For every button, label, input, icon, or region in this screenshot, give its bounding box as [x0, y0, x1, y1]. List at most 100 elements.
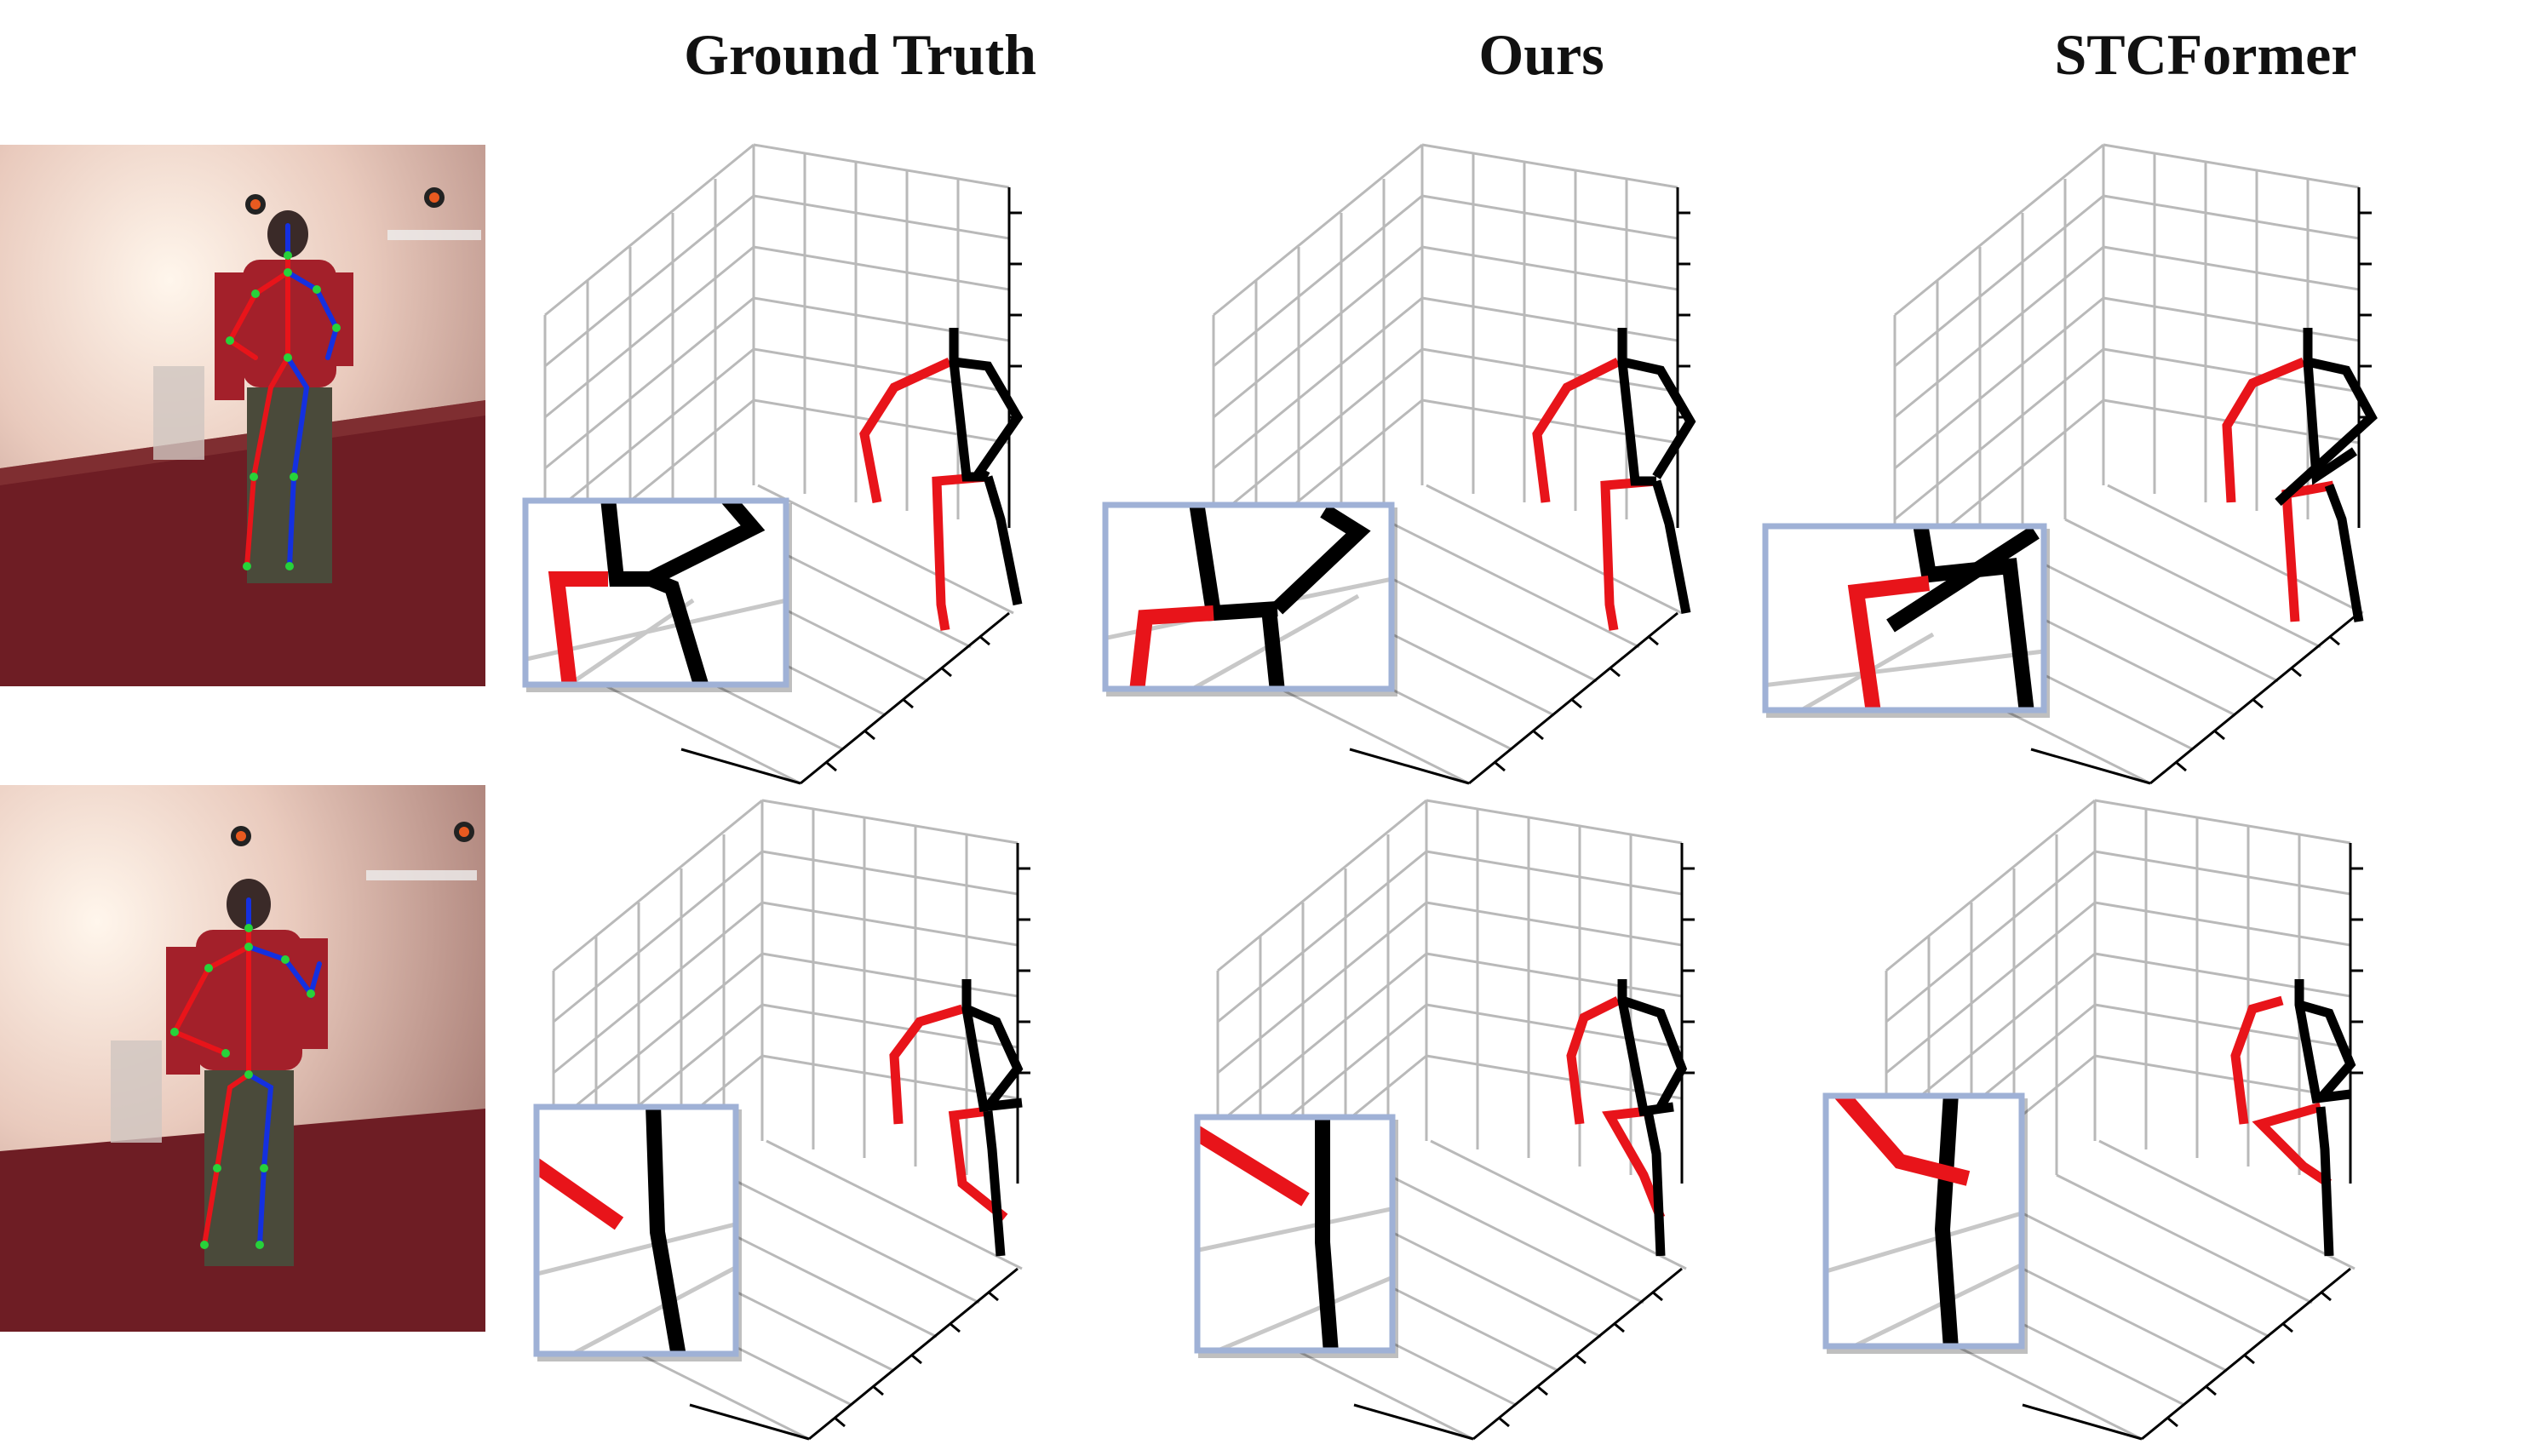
grid-line	[2094, 901, 2351, 947]
grid-line	[753, 194, 1010, 240]
panel-bottom-ours	[1216, 799, 1695, 1441]
axis-tick	[2213, 729, 2225, 741]
grid-line	[757, 484, 1014, 615]
header-ground-truth: Ground Truth	[684, 22, 1036, 87]
skeleton-right-leg	[1600, 476, 1657, 631]
skeleton-spine	[1617, 328, 1656, 486]
zoom-inset-bottom-ours	[1194, 1114, 1398, 1358]
axis-tick	[1651, 1290, 1663, 1302]
grid-line	[544, 347, 755, 521]
axis-tick	[1536, 1384, 1548, 1396]
zoom-inset-bottom-ours-content	[1195, 1115, 1395, 1353]
grid-line	[1426, 952, 1683, 998]
grid-line	[544, 296, 755, 470]
grid-line	[2094, 952, 2351, 998]
header-stcformer: STCFormer	[2054, 22, 2357, 87]
inset-border	[522, 497, 789, 688]
grid-line	[1217, 952, 1427, 1126]
axis-tick	[1532, 729, 1544, 741]
grid-line	[2013, 1207, 2270, 1338]
grid-line	[553, 799, 763, 972]
grid-line	[2103, 347, 2360, 393]
grid-line	[553, 901, 763, 1075]
axis-tick	[864, 729, 875, 741]
grid-line	[2103, 245, 2360, 291]
skeleton-left-arm	[964, 1004, 1024, 1110]
skeleton-right-leg	[932, 472, 989, 631]
axis-tick	[987, 1290, 999, 1302]
grid-line	[1885, 799, 2096, 972]
inset-border	[1102, 502, 1395, 692]
skeleton-right-arm	[2222, 357, 2306, 503]
grid-line	[1213, 143, 1423, 317]
grid-line	[1217, 799, 1427, 972]
grid-line	[1885, 901, 2096, 1075]
axis-tick	[902, 697, 914, 709]
axis-tick	[825, 760, 837, 772]
axis-tick	[2320, 1290, 2332, 1302]
skeleton-right-leg	[1602, 1106, 1666, 1220]
inset-border	[1822, 1092, 2025, 1350]
grid-line	[1894, 245, 2104, 419]
x-axis	[1472, 1267, 1683, 1441]
grid-line	[2098, 1139, 2356, 1270]
grid-line	[1426, 901, 1683, 947]
y-axis	[2022, 1403, 2143, 1441]
axis-tick	[2243, 1353, 2255, 1365]
axis-tick	[1647, 634, 1659, 646]
panel-top-ours	[1212, 143, 1696, 785]
header-ours: Ours	[1478, 22, 1604, 87]
grid-line	[1426, 484, 1683, 615]
axis-tick	[1609, 666, 1621, 678]
input-photo-top	[0, 145, 485, 686]
zoom-inset-bottom-stcformer-content	[1823, 1093, 2024, 1349]
axis-tick	[2328, 634, 2340, 646]
skeleton-left-arm	[2275, 357, 2378, 507]
grid-line	[544, 194, 755, 368]
grid-line	[1213, 296, 1423, 470]
grid-line	[1426, 850, 1683, 896]
grid-line	[753, 245, 1010, 291]
axis-tick	[910, 1353, 922, 1365]
skeleton-left-leg	[983, 1110, 1006, 1257]
skeleton-left-leg	[1651, 479, 1691, 615]
skeleton-left-arm	[1621, 357, 1696, 479]
skeleton-spine	[1617, 979, 1674, 1117]
skeleton-right-arm	[1566, 996, 1621, 1125]
grid-line	[1213, 347, 1423, 521]
zoom-inset-top-gt-content	[523, 498, 788, 687]
axis-tick	[2252, 697, 2264, 709]
x-axis	[800, 611, 1010, 785]
y-axis	[1353, 1403, 1474, 1441]
y-axis	[680, 748, 801, 785]
axis-tick	[2281, 1321, 2293, 1333]
zoom-inset-top-stcformer-content	[1763, 524, 2045, 713]
grid-line	[2094, 850, 2351, 896]
skeleton-right-leg	[2281, 480, 2334, 622]
zoom-inset-top-stcformer	[1762, 523, 2050, 718]
skeleton-left-leg	[2315, 1106, 2334, 1257]
axis-tick	[2166, 1416, 2178, 1428]
skeleton-right-leg	[2252, 1102, 2333, 1188]
grid-line	[2107, 484, 2364, 615]
grid-line	[1426, 1003, 1683, 1049]
grid-line	[761, 850, 1019, 896]
axis-tick	[872, 1384, 884, 1396]
axis-tick	[2290, 666, 2302, 678]
grid-line	[2103, 194, 2360, 240]
panel-bottom-stcformer	[1885, 799, 2363, 1441]
axis-tick	[1570, 697, 1582, 709]
grid-line	[1894, 347, 2104, 521]
grid-line	[761, 1054, 1019, 1100]
skeleton-right-arm	[1532, 358, 1621, 503]
panel-top-stcformer	[1893, 143, 2378, 785]
grid-line	[766, 1139, 1023, 1270]
grid-line	[1213, 245, 1423, 419]
zoom-inset-top-ours	[1102, 502, 1397, 696]
grid-line	[1894, 296, 2104, 470]
grid-line	[2022, 552, 2279, 683]
grid-line	[1217, 901, 1427, 1075]
grid-line	[1894, 143, 2104, 317]
grid-line	[753, 143, 1010, 189]
